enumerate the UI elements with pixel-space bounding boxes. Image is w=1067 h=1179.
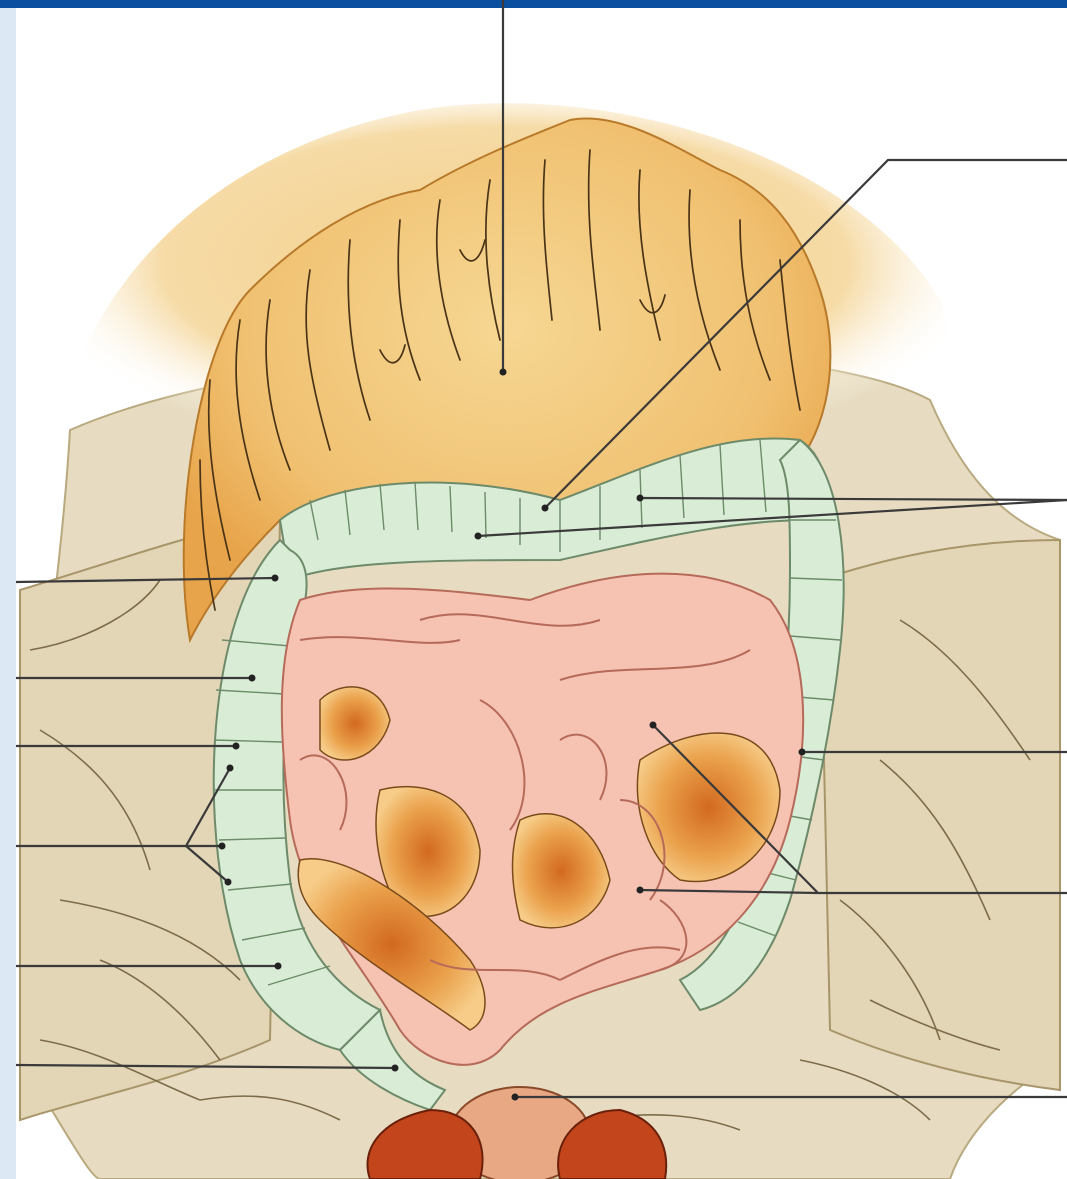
peritoneum-flap-right	[820, 540, 1060, 1090]
left-bar	[0, 8, 16, 1179]
top-bar	[0, 0, 1067, 8]
